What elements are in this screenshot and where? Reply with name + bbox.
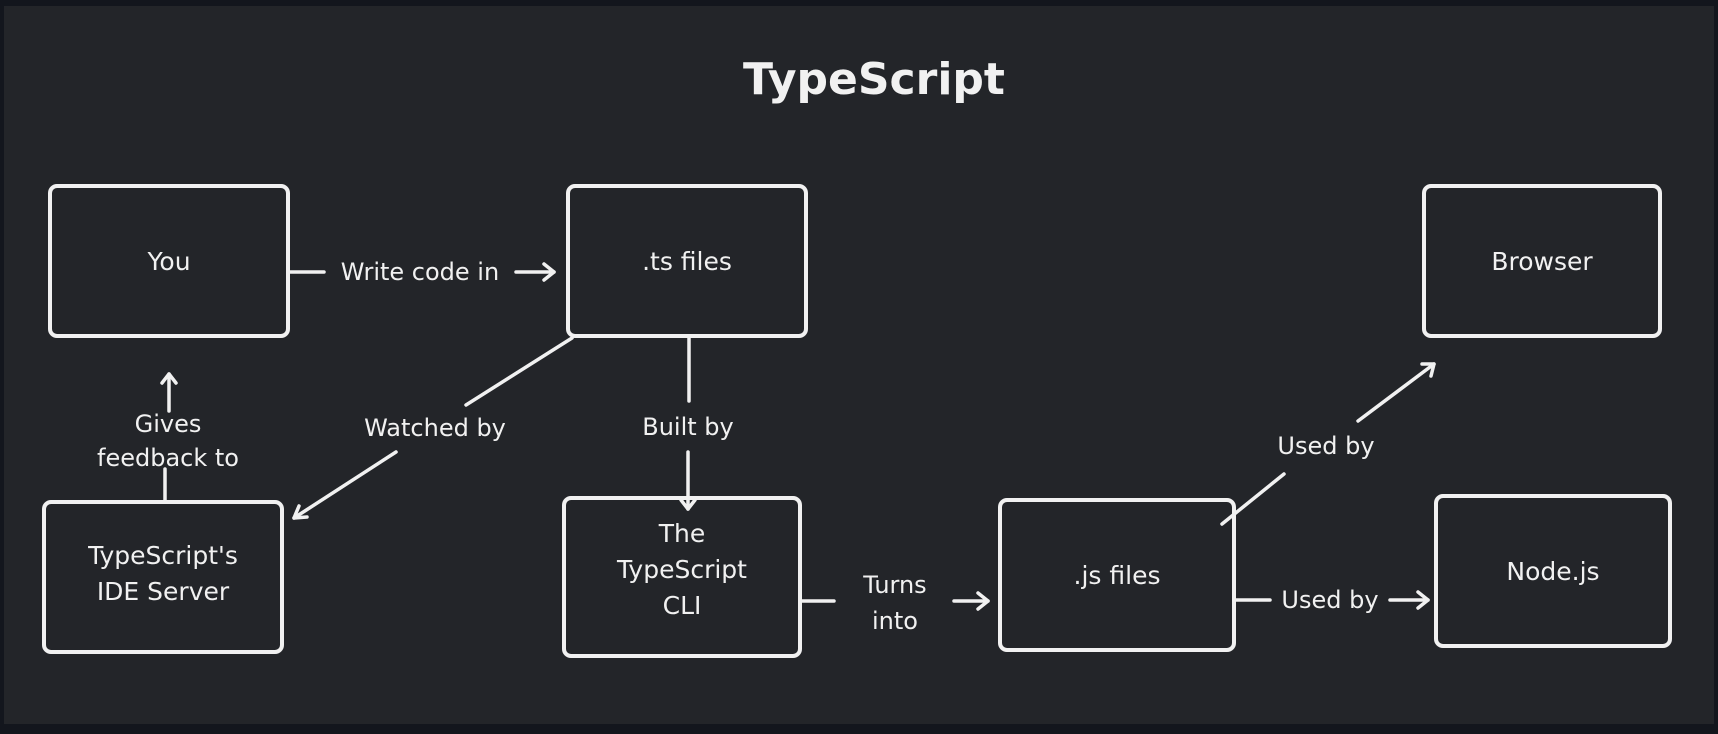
edge-used-by-browser-line-end bbox=[1356, 362, 1436, 423]
edge-built-by-label: Built by bbox=[642, 413, 734, 441]
node-browser-label: Browser bbox=[1491, 247, 1593, 276]
node-you-box bbox=[48, 184, 290, 338]
edge-watched-by-label: Watched by bbox=[364, 414, 506, 442]
node-js-files-label: .js files bbox=[1074, 561, 1161, 590]
node-ts-files-box bbox=[566, 184, 808, 338]
node-ide-server-label-line-2: IDE Server bbox=[97, 577, 230, 606]
edge-used-by-browser-arrowhead bbox=[1420, 362, 1436, 378]
edge-watched-by-line-end bbox=[292, 450, 398, 520]
node-cli-label-line-2: TypeScript bbox=[616, 555, 747, 584]
node-ide-server: TypeScript's IDE Server bbox=[42, 500, 284, 654]
node-browser: Browser bbox=[1422, 184, 1662, 338]
node-ts-files-label: .ts files bbox=[642, 247, 732, 276]
edge-gives-feedback-to-label-line-1: Gives bbox=[135, 410, 202, 438]
edge-turns-into-arrowhead bbox=[976, 591, 990, 611]
node-you: You bbox=[48, 184, 290, 338]
edge-gives-feedback-to-arrowhead bbox=[160, 372, 178, 385]
node-ide-server-label-line-1: TypeScript's bbox=[87, 541, 238, 570]
edge-write-code-in-label: Write code in bbox=[341, 258, 499, 286]
edge-turns-into-label-line-2: into bbox=[872, 607, 918, 635]
node-cli-label-line-1: The bbox=[658, 519, 706, 548]
node-js-files: .js files bbox=[998, 498, 1236, 652]
node-cli: The TypeScript CLI bbox=[562, 496, 802, 658]
edge-watched-by-arrowhead bbox=[292, 504, 309, 520]
diagram-canvas: TypeScript You .ts files Browser TypeScr… bbox=[4, 6, 1714, 724]
node-nodejs: Node.js bbox=[1434, 494, 1672, 648]
edge-used-by-browser-label: Used by bbox=[1277, 432, 1374, 460]
edge-used-by-browser: Used by bbox=[1220, 362, 1436, 526]
typescript-flow-diagram: TypeScript You .ts files Browser TypeScr… bbox=[42, 54, 1672, 658]
edge-built-by-arrowhead bbox=[679, 498, 697, 511]
edge-write-code-in-arrowhead bbox=[542, 262, 556, 282]
node-nodejs-box bbox=[1434, 494, 1672, 648]
node-ts-files: .ts files bbox=[566, 184, 808, 338]
node-nodejs-label: Node.js bbox=[1506, 557, 1599, 586]
edge-watched-by: Watched by bbox=[292, 336, 574, 520]
edge-turns-into-label-line-1: Turns bbox=[862, 571, 926, 599]
diagram-title: TypeScript bbox=[743, 54, 1005, 105]
node-ide-server-box bbox=[42, 500, 284, 654]
edge-gives-feedback-to: Gives feedback to bbox=[97, 372, 239, 502]
edge-gives-feedback-to-label-line-2: feedback to bbox=[97, 444, 239, 472]
edge-watched-by-line-start bbox=[464, 336, 574, 407]
node-browser-box bbox=[1422, 184, 1662, 338]
edge-used-by-browser-line-start bbox=[1220, 472, 1286, 526]
edge-built-by: Built by bbox=[642, 334, 734, 511]
node-cli-box bbox=[562, 496, 802, 658]
edge-used-by-node-label: Used by bbox=[1281, 586, 1378, 614]
node-you-label: You bbox=[146, 247, 190, 276]
node-cli-label-line-3: CLI bbox=[663, 591, 702, 620]
edge-turns-into: Turns into bbox=[798, 571, 990, 635]
edge-write-code-in: Write code in bbox=[286, 258, 556, 286]
edge-used-by-node-arrowhead bbox=[1416, 590, 1430, 610]
edge-used-by-node: Used by bbox=[1232, 586, 1430, 614]
node-js-files-box bbox=[998, 498, 1236, 652]
